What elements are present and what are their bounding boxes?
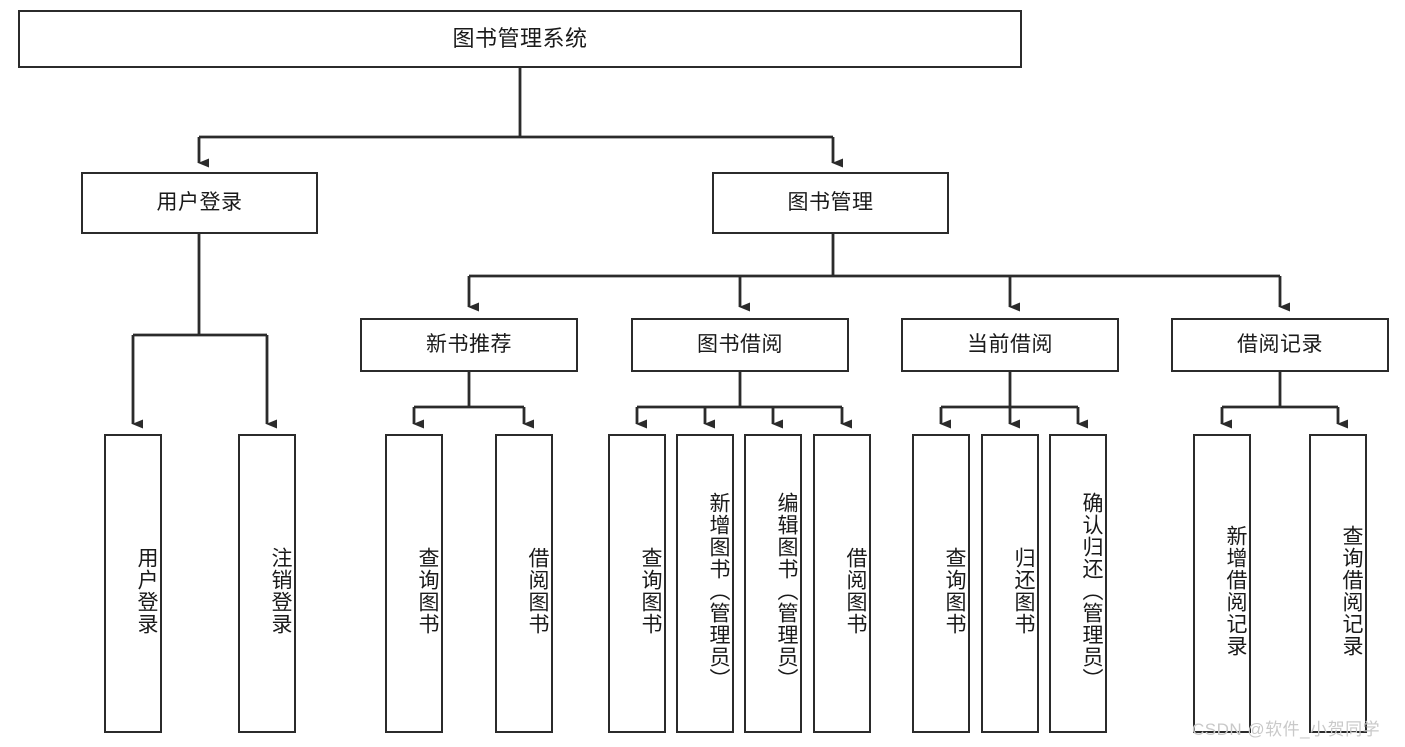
node-leaf-query-book-3[interactable]: 查询图书: [912, 434, 970, 733]
node-leaf-borrow-book-2[interactable]: 借阅图书: [813, 434, 871, 733]
node-leaf-confirm-return-admin[interactable]: 确认归还（管理员）: [1049, 434, 1107, 733]
node-root[interactable]: 图书管理系统: [18, 10, 1022, 68]
node-leaf-query-book-2[interactable]: 查询图书: [608, 434, 666, 733]
node-leaf-edit-book-admin[interactable]: 编辑图书（管理员）: [744, 434, 802, 733]
watermark: CSDN @软件_小贺同学: [1192, 720, 1381, 739]
node-label: 查询图书: [943, 546, 966, 635]
node-leaf-user-login[interactable]: 用户登录: [104, 434, 162, 733]
node-label: 借阅图书: [844, 546, 867, 635]
node-new-book-recommend[interactable]: 新书推荐: [360, 318, 578, 372]
node-label: 查询图书: [416, 546, 439, 635]
node-label: 确认归还（管理员）: [1080, 491, 1103, 690]
node-leaf-add-borrow-record[interactable]: 新增借阅记录: [1193, 434, 1251, 733]
node-leaf-logout-login[interactable]: 注销登录: [238, 434, 296, 733]
node-book-management[interactable]: 图书管理: [712, 172, 949, 234]
node-leaf-add-book-admin[interactable]: 新增图书（管理员）: [676, 434, 734, 733]
node-label: 借阅图书: [526, 546, 549, 635]
node-label: 新增借阅记录: [1224, 524, 1247, 657]
node-label: 查询图书: [639, 546, 662, 635]
node-label: 新增图书（管理员）: [707, 491, 730, 690]
node-borrow-record[interactable]: 借阅记录: [1171, 318, 1389, 372]
node-leaf-query-book-1[interactable]: 查询图书: [385, 434, 443, 733]
node-user-login[interactable]: 用户登录: [81, 172, 318, 234]
node-label: 注销登录: [269, 546, 292, 635]
node-leaf-query-borrow-record[interactable]: 查询借阅记录: [1309, 434, 1367, 733]
node-current-borrow[interactable]: 当前借阅: [901, 318, 1119, 372]
node-label: 用户登录: [135, 546, 158, 635]
node-label: 编辑图书（管理员）: [775, 491, 798, 690]
node-book-borrow[interactable]: 图书借阅: [631, 318, 849, 372]
node-label: 归还图书: [1012, 546, 1035, 635]
node-label: 查询借阅记录: [1340, 524, 1363, 657]
node-leaf-return-book[interactable]: 归还图书: [981, 434, 1039, 733]
node-leaf-borrow-book-1[interactable]: 借阅图书: [495, 434, 553, 733]
